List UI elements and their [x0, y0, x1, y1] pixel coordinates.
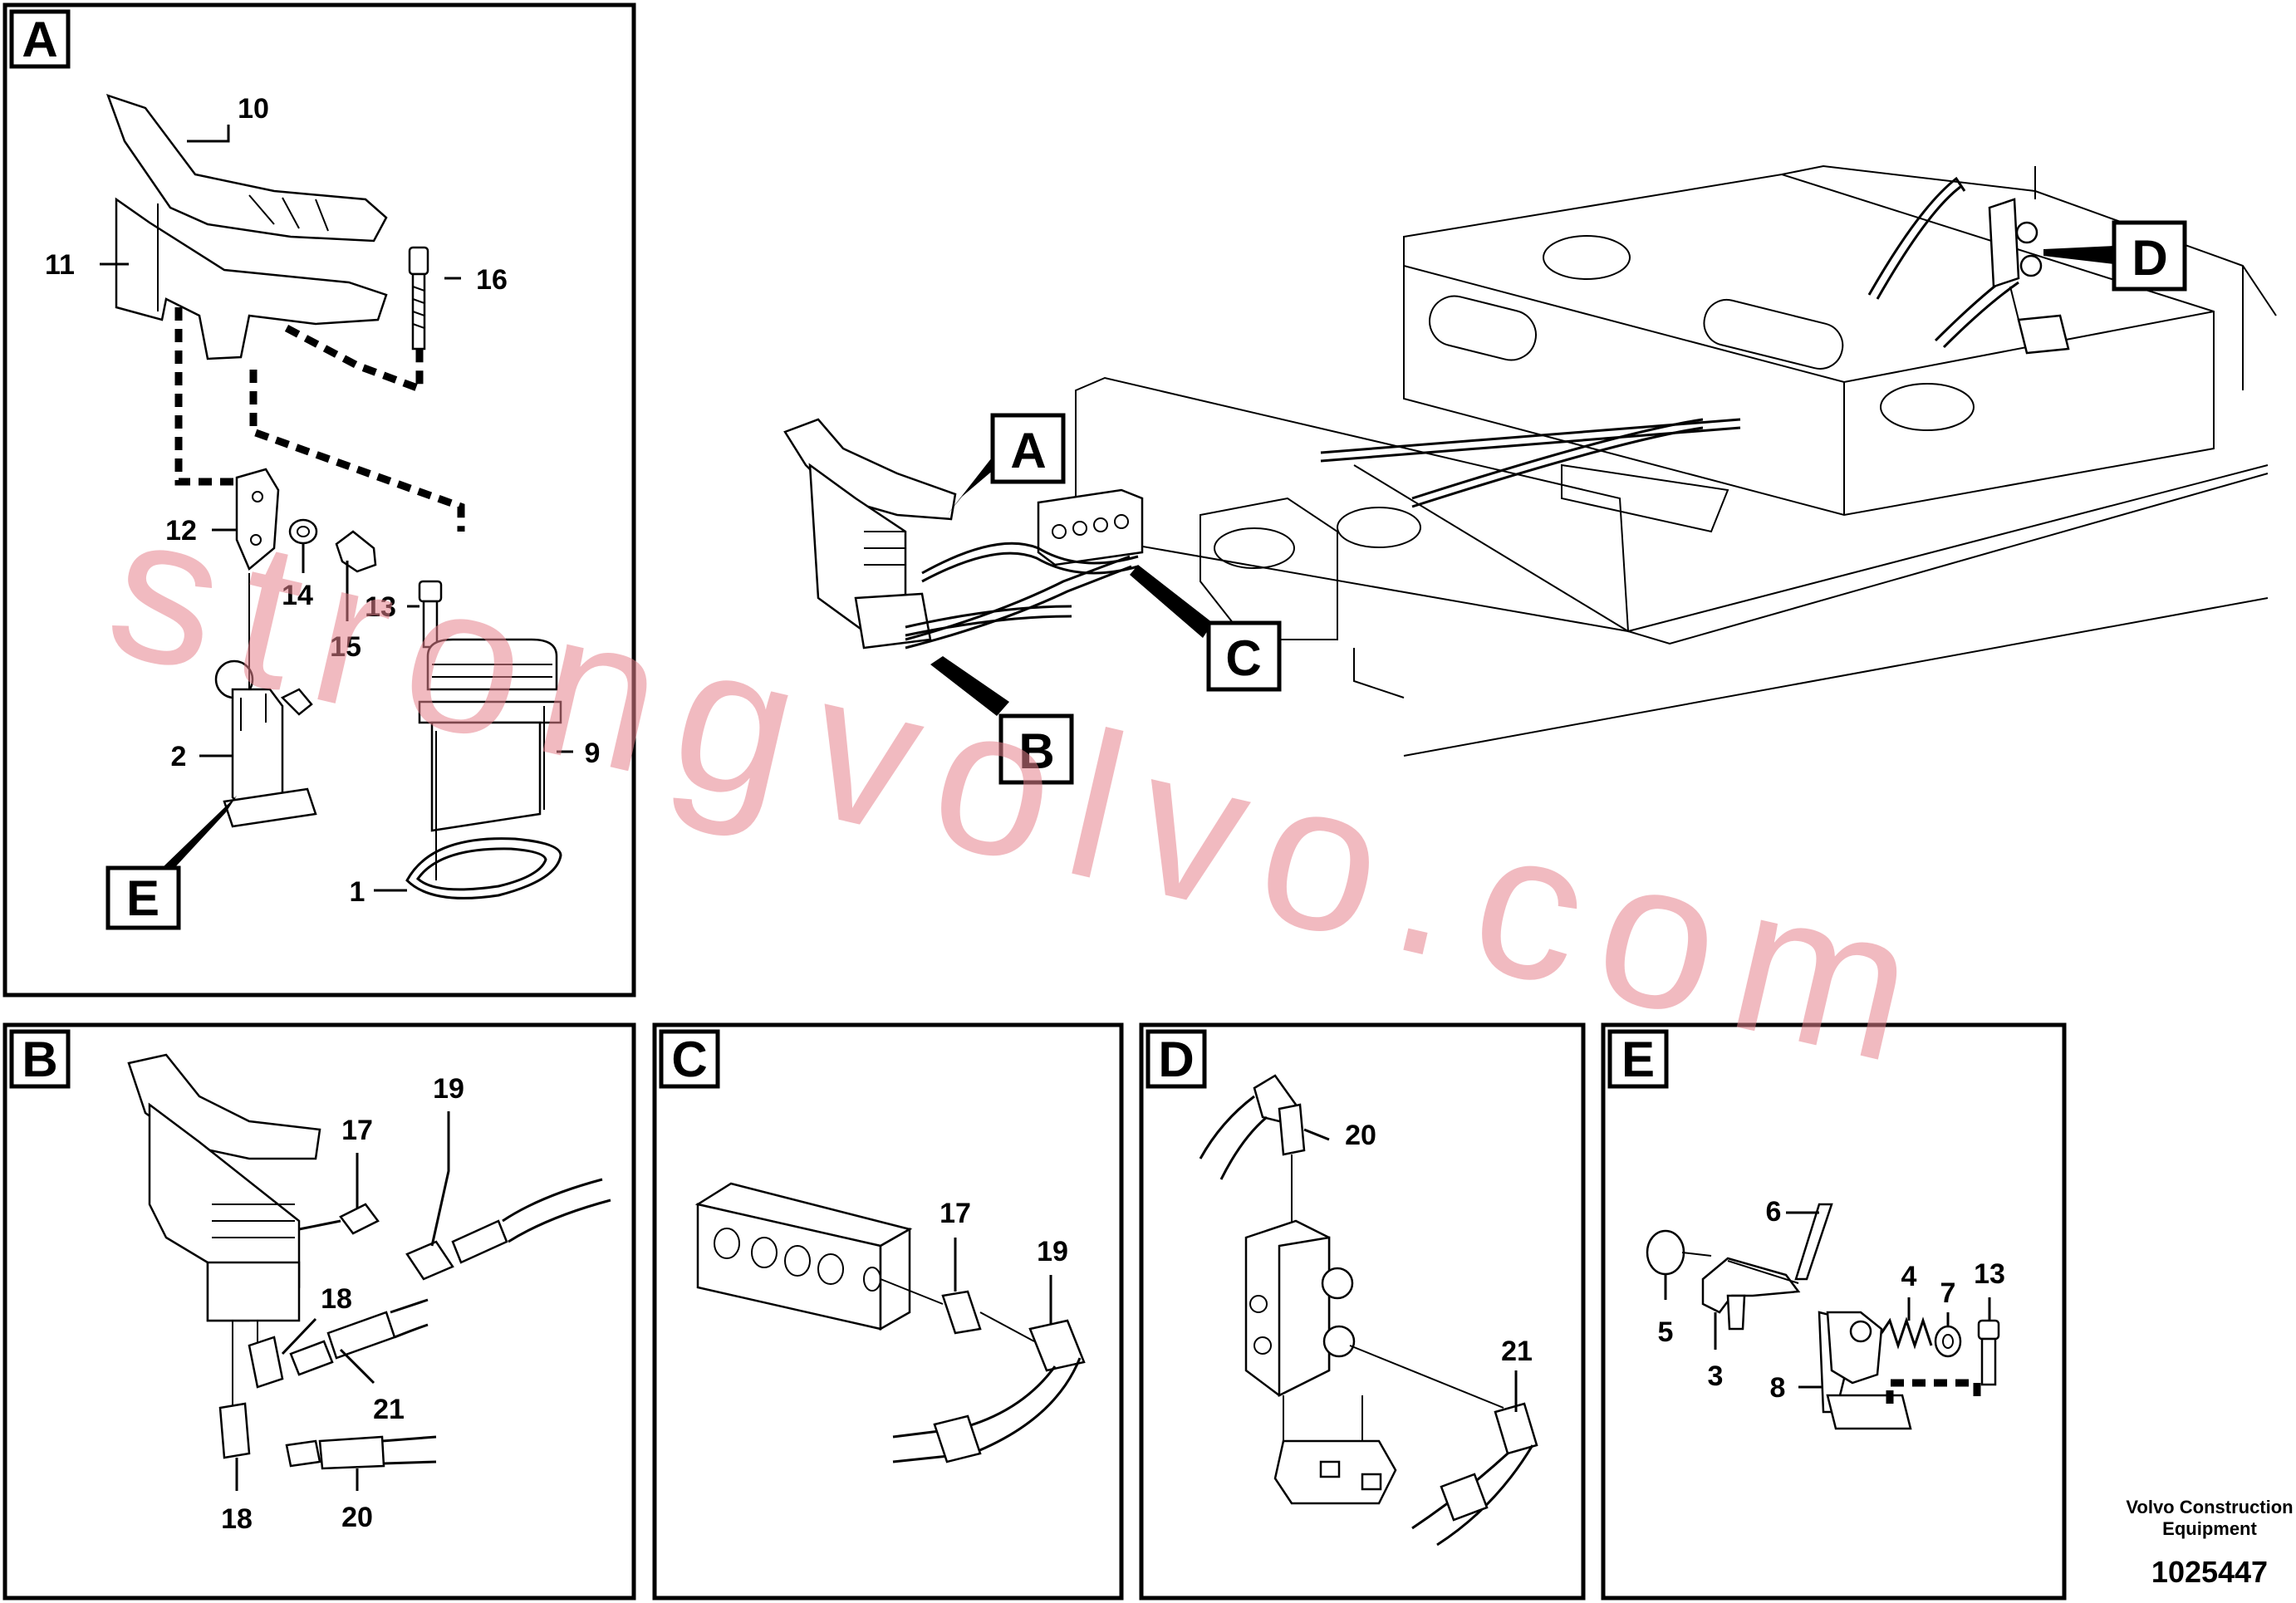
- part-number-10: 10: [238, 93, 269, 125]
- part-number-8: 8: [1770, 1372, 1786, 1404]
- panel-c-label: C: [671, 1032, 707, 1087]
- company-name-line1: Volvo Construction: [2126, 1497, 2293, 1517]
- part-number-17: 17: [341, 1115, 373, 1146]
- part-number-5: 5: [1658, 1316, 1674, 1348]
- part-number-21-d: 21: [1501, 1336, 1533, 1367]
- part-number-20-d: 20: [1345, 1120, 1376, 1151]
- panel-a: A: [2, 2, 636, 998]
- part-number-4: 4: [1901, 1261, 1917, 1292]
- callout-e-in-panel-a: E: [126, 870, 159, 926]
- machine-overview: A B C D: [783, 164, 2277, 785]
- watermark: strongvolvo.com: [91, 466, 1956, 1110]
- panel-e: E 6 4 7 13 5 3: [1601, 1022, 2067, 1601]
- panel-c: C 17 19: [652, 1022, 1124, 1601]
- panel-b: B 17 19 18 21 18: [2, 1022, 636, 1601]
- part-number-17-c: 17: [939, 1198, 971, 1229]
- panel-a-label: A: [22, 12, 57, 67]
- overview-callout-c: C: [1225, 630, 1261, 686]
- part-number-19-c: 19: [1037, 1236, 1068, 1267]
- overview-callout-a: A: [1010, 423, 1046, 478]
- panel-e-label: E: [1621, 1032, 1655, 1087]
- part-number-12: 12: [165, 515, 197, 547]
- panel-d-label: D: [1158, 1032, 1194, 1087]
- part-number-1: 1: [350, 876, 365, 908]
- part-number-13-e: 13: [1974, 1258, 2005, 1290]
- part-number-19: 19: [433, 1073, 464, 1105]
- panel-d: D 20 21: [1139, 1022, 1586, 1601]
- part-number-6: 6: [1766, 1196, 1782, 1228]
- company-name-line2: Equipment: [2162, 1518, 2257, 1539]
- part-number-18-upper: 18: [321, 1283, 352, 1315]
- part-number-18-lower: 18: [221, 1503, 253, 1535]
- part-number-9: 9: [585, 738, 601, 769]
- overview-callout-b: B: [1018, 723, 1054, 779]
- part-number-21: 21: [373, 1394, 405, 1425]
- part-number-3: 3: [1708, 1360, 1724, 1392]
- panel-b-label: B: [22, 1032, 57, 1087]
- part-number-7: 7: [1940, 1277, 1956, 1309]
- part-number-20: 20: [341, 1502, 373, 1533]
- overview-callout-d: D: [2132, 230, 2167, 286]
- part-number-15: 15: [330, 631, 361, 663]
- document-number: 1025447: [2151, 1555, 2268, 1589]
- part-number-11: 11: [45, 249, 75, 281]
- part-number-14: 14: [282, 580, 313, 611]
- part-number-16: 16: [476, 264, 508, 296]
- part-number-2: 2: [171, 741, 187, 772]
- part-number-13: 13: [365, 591, 396, 623]
